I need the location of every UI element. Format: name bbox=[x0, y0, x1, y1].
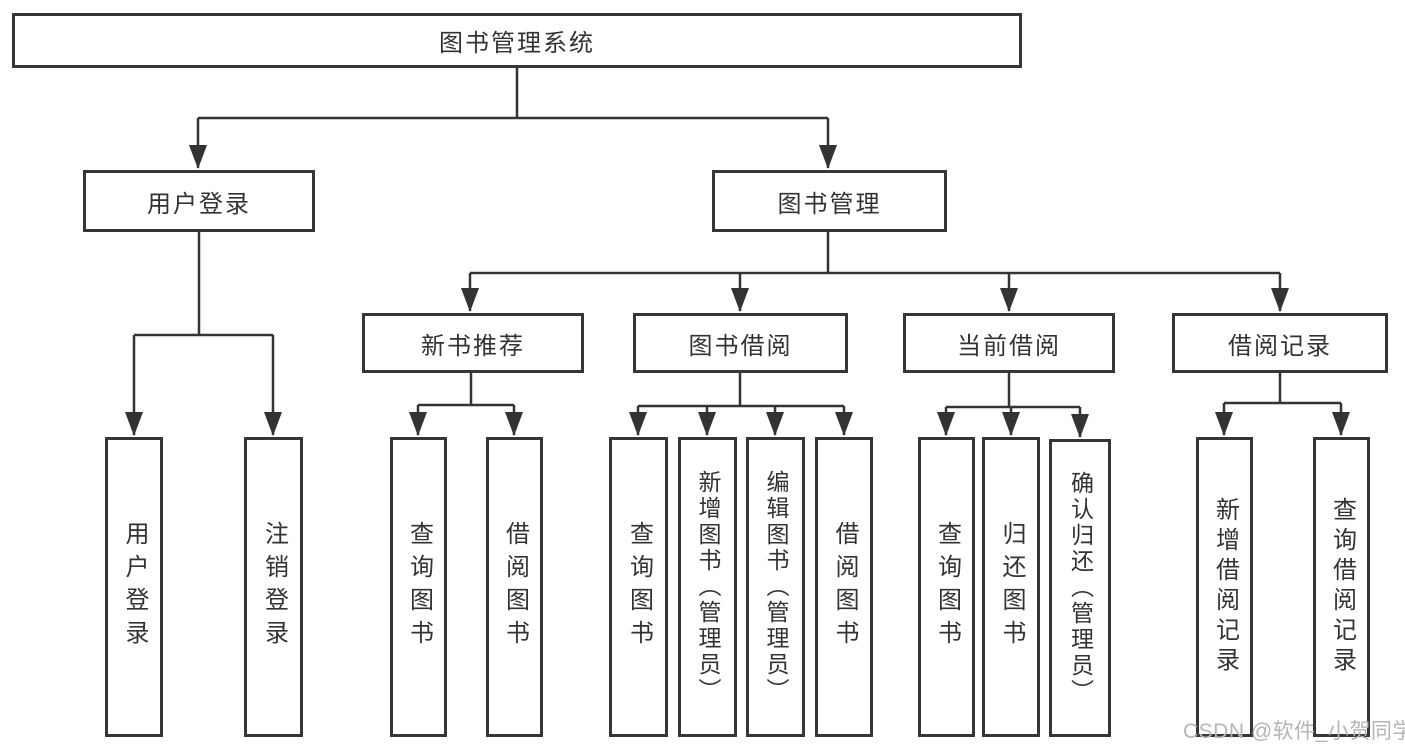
leaf-add-books-admin: 新增图书（管理员） bbox=[678, 437, 737, 737]
leaf-label: 新增图书（管理员） bbox=[695, 470, 721, 704]
leaf-label: 归还图书 bbox=[998, 521, 1025, 653]
leaf-label: 编辑图书（管理员） bbox=[763, 470, 789, 704]
leaf-query-books-recommend: 查询图书 bbox=[390, 437, 447, 737]
leaf-query-borrow-record: 查询借阅记录 bbox=[1313, 437, 1370, 737]
csdn-watermark: CSDN @软件_小贺同学 bbox=[1183, 720, 1405, 743]
leaf-add-borrow-record: 新增借阅记录 bbox=[1196, 437, 1253, 737]
leaf-confirm-return-admin: 确认归还（管理员） bbox=[1049, 439, 1111, 737]
leaf-label: 查询图书 bbox=[625, 521, 653, 653]
leaf-label: 用户登录 bbox=[121, 521, 148, 653]
leaf-label: 查询借阅记录 bbox=[1328, 497, 1356, 677]
leaf-label: 查询图书 bbox=[933, 521, 961, 653]
node-current-borrowing: 当前借阅 bbox=[903, 313, 1115, 373]
leaf-label: 查询图书 bbox=[405, 521, 433, 653]
node-book-management: 图书管理 bbox=[712, 170, 947, 232]
leaf-borrow-books: 借阅图书 bbox=[815, 437, 873, 737]
leaf-label: 新增借阅记录 bbox=[1211, 497, 1239, 677]
leaf-label: 注销登录 bbox=[260, 521, 288, 653]
leaf-borrow-books-recommend: 借阅图书 bbox=[486, 437, 543, 737]
node-new-book-recommend: 新书推荐 bbox=[362, 313, 584, 373]
leaf-query-books-current: 查询图书 bbox=[918, 437, 975, 737]
node-borrowing-records: 借阅记录 bbox=[1172, 313, 1388, 373]
leaf-label: 确认归还（管理员） bbox=[1067, 471, 1094, 705]
leaf-label: 借阅图书 bbox=[501, 521, 529, 653]
node-book-borrowing: 图书借阅 bbox=[633, 313, 848, 373]
node-user-login: 用户登录 bbox=[83, 170, 315, 232]
leaf-edit-books-admin: 编辑图书（管理员） bbox=[746, 437, 805, 737]
node-root-system: 图书管理系统 bbox=[12, 13, 1022, 68]
leaf-user-login: 用户登录 bbox=[105, 437, 163, 737]
leaf-label: 借阅图书 bbox=[831, 521, 858, 653]
leaf-logout: 注销登录 bbox=[244, 437, 303, 737]
leaf-query-books-borrowing: 查询图书 bbox=[609, 437, 668, 737]
leaf-return-books: 归还图书 bbox=[982, 437, 1040, 737]
